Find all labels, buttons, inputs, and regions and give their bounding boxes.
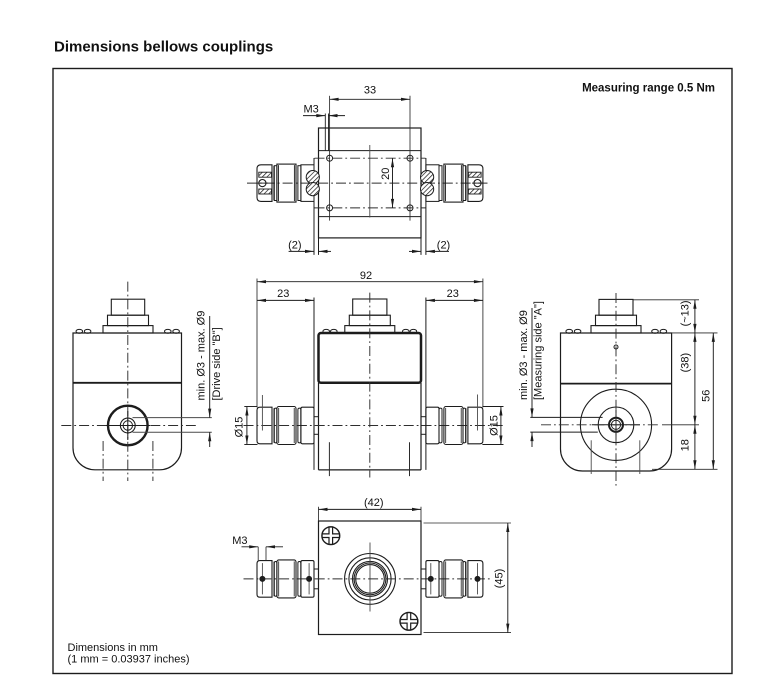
svg-text:min. Ø3 - max. Ø9: min. Ø3 - max. Ø9	[518, 310, 530, 400]
svg-text:(1 mm = 0.03937 inches): (1 mm = 0.03937 inches)	[68, 654, 190, 666]
svg-text:M3: M3	[304, 104, 319, 116]
svg-text:23: 23	[277, 288, 289, 300]
svg-text:[Measuring side "A"]: [Measuring side "A"]	[533, 301, 545, 400]
svg-text:(38): (38)	[680, 353, 692, 373]
svg-text:Dimensions in mm: Dimensions in mm	[68, 642, 158, 654]
svg-text:[Drive side "B"]: [Drive side "B"]	[211, 327, 223, 400]
svg-text:(~13): (~13)	[680, 300, 692, 326]
svg-text:(45): (45)	[494, 569, 506, 589]
svg-text:Ø15: Ø15	[233, 417, 245, 438]
svg-text:Ø15: Ø15	[488, 415, 500, 436]
svg-text:Dimensions bellows couplings: Dimensions bellows couplings	[54, 39, 273, 56]
svg-text:33: 33	[364, 85, 376, 97]
svg-text:23: 23	[447, 288, 459, 300]
svg-text:56: 56	[700, 390, 712, 402]
svg-text:Measuring range 0.5 Nm: Measuring range 0.5 Nm	[582, 83, 715, 95]
svg-text:M3: M3	[232, 535, 247, 547]
svg-text:(2): (2)	[437, 240, 450, 252]
svg-text:min. Ø3 - max. Ø9: min. Ø3 - max. Ø9	[196, 311, 208, 401]
svg-text:(2): (2)	[288, 240, 301, 252]
svg-text:92: 92	[360, 270, 372, 282]
svg-text:(42): (42)	[364, 497, 384, 509]
svg-text:20: 20	[380, 168, 392, 180]
svg-text:18: 18	[680, 439, 692, 451]
